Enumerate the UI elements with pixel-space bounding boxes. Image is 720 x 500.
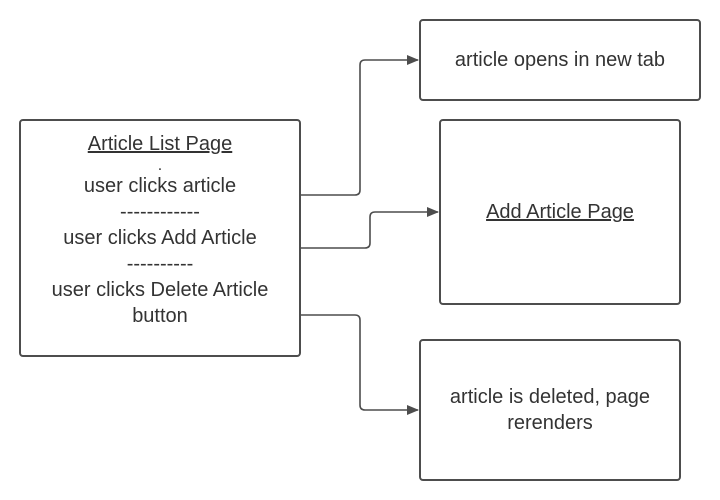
article-deleted-label-cont: rerenders (507, 412, 593, 434)
article-list-page-node: Article List Page . user clicks article … (19, 119, 301, 357)
user-clicks-article-text: user clicks article (83, 175, 237, 197)
article-deleted-node: article is deleted, page rerenders (419, 339, 681, 481)
new-tab-label: article opens in new tab (454, 49, 666, 71)
new-tab-node: article opens in new tab (419, 19, 701, 101)
user-clicks-delete-article-text: user clicks Delete Article (51, 279, 269, 301)
edge-delete-to-deleted (301, 314, 419, 415)
add-article-page-title: Add Article Page (486, 201, 634, 223)
add-article-page-node: Add Article Page (439, 119, 681, 305)
user-clicks-delete-article-text-cont: button (132, 305, 188, 327)
dash-separator-2: ---------- (126, 253, 194, 275)
user-clicks-add-article-text: user clicks Add Article (63, 227, 257, 249)
dot-separator: . (157, 157, 163, 174)
dash-separator-1: ------------ (120, 201, 200, 223)
edge-article-to-new-tab (301, 55, 419, 196)
article-list-page-title: Article List Page (87, 133, 233, 155)
article-deleted-label: article is deleted, page (449, 386, 651, 408)
edge-add-article-to-add-page (301, 207, 439, 249)
